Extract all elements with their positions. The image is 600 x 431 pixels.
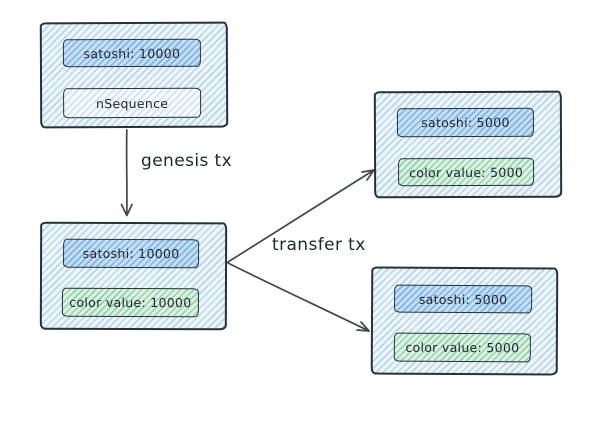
genesis-tx-label: genesis tx xyxy=(141,151,233,171)
node-transfer-output-top: satoshi: 5000 color value: 5000 xyxy=(373,90,563,199)
node-transfer-output-bottom: satoshi: 5000 color value: 5000 xyxy=(370,266,559,376)
field-color-value: color value: 5000 xyxy=(398,157,535,187)
transfer-tx-label: transfer tx xyxy=(272,235,366,255)
field-color-value: color value: 10000 xyxy=(61,287,199,318)
field-color-value: color value: 5000 xyxy=(393,332,531,363)
genesis-arrowhead-icon xyxy=(120,203,133,217)
node-genesis-output: satoshi: 10000 color value: 10000 xyxy=(39,221,228,331)
transfer-arrow-bottom-line xyxy=(227,262,370,332)
transfer-arrowhead-bottom-icon xyxy=(356,321,370,332)
transfer-arrowhead-top-icon xyxy=(361,169,375,181)
node-genesis-input: satoshi: 10000 nSequence xyxy=(39,21,229,129)
field-nsequence: nSequence xyxy=(63,87,202,119)
field-satoshi-value: satoshi: 10000 xyxy=(63,238,200,269)
field-satoshi-value: satoshi: 5000 xyxy=(396,107,534,138)
field-satoshi-value: satoshi: 10000 xyxy=(62,38,201,68)
field-satoshi-value: satoshi: 5000 xyxy=(394,284,533,314)
